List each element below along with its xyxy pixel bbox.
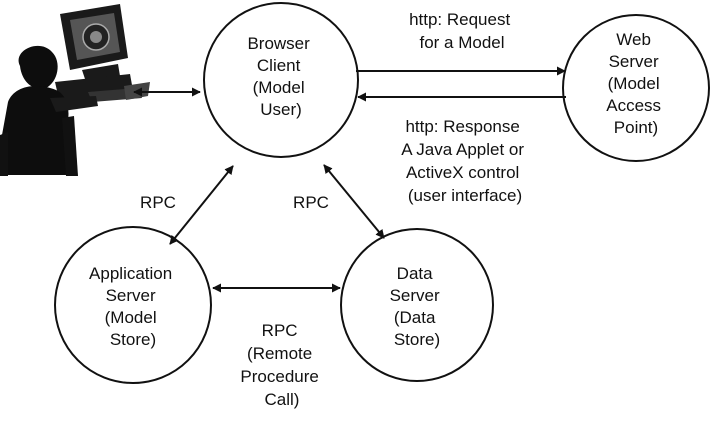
browser-client-label: Browser Client (Model User) — [247, 34, 314, 119]
application-server-label: Application Server (Model Store) — [89, 264, 177, 349]
browser-client-node: Browser Client (Model User) — [203, 2, 359, 158]
user-at-computer-icon — [0, 4, 150, 176]
rpc-left-label: RPC — [140, 193, 176, 212]
web-server-node: Web Server (Model Access Point) — [562, 14, 710, 162]
rpc-right-label: RPC — [293, 193, 329, 212]
data-server-label: Data Server (Data Store) — [390, 264, 445, 349]
rpc-right-arrow — [323, 164, 385, 239]
rpc-bottom-label: RPC (Remote Procedure Call) — [240, 321, 323, 409]
request-label: http: Request for a Model — [409, 10, 515, 52]
rpc-left-arrow — [169, 165, 234, 245]
application-server-node: Application Server (Model Store) — [54, 226, 212, 384]
response-label: http: Response A Java Applet or ActiveX … — [401, 117, 529, 205]
web-server-label: Web Server (Model Access Point) — [606, 30, 666, 137]
data-server-node: Data Server (Data Store) — [340, 228, 494, 382]
